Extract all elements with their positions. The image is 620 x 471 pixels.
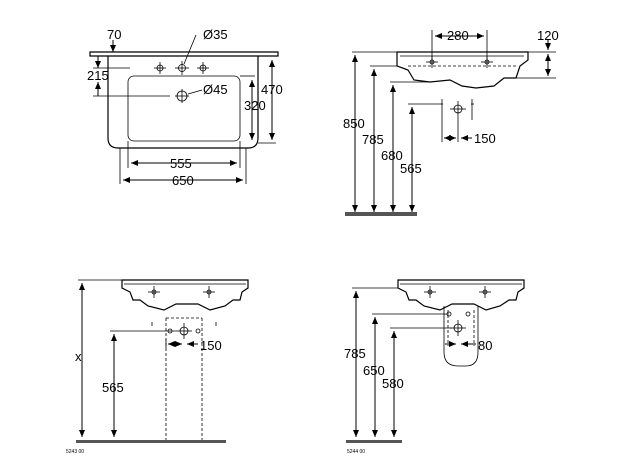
side-basin-body bbox=[396, 51, 529, 89]
top-view-plan: 70 Ø35 215 Ø45 470 320 555 650 bbox=[87, 27, 283, 188]
basin-outline bbox=[107, 56, 259, 149]
tap-holes bbox=[154, 61, 209, 75]
front-semipedestal-view: 80 785 650 580 5244 00 bbox=[344, 279, 525, 455]
front-tap-holes bbox=[148, 286, 215, 298]
semi-dim-650: 650 bbox=[363, 363, 385, 378]
semi-dim-785: 785 bbox=[344, 346, 366, 361]
side-trap bbox=[440, 99, 475, 120]
side-dim-280: 280 bbox=[447, 28, 469, 43]
drain bbox=[175, 89, 189, 103]
dim-320: 320 bbox=[244, 98, 266, 113]
side-floor bbox=[345, 212, 417, 216]
dim-70: 70 bbox=[107, 27, 121, 42]
dim-dia-35: Ø35 bbox=[203, 27, 228, 42]
side-view: 280 120 150 850 785 680 bbox=[343, 28, 559, 216]
front-trap bbox=[151, 322, 217, 339]
dim-dia-45: Ø45 bbox=[203, 82, 228, 97]
side-dim-150: 150 bbox=[474, 131, 496, 146]
semi-floor bbox=[346, 440, 402, 443]
semi-tap-holes bbox=[424, 286, 491, 298]
front-code: 5243 00 bbox=[66, 449, 84, 455]
dim-650: 650 bbox=[172, 173, 194, 188]
dim-215: 215 bbox=[87, 68, 109, 83]
front-dim-x: x bbox=[75, 349, 82, 364]
semi-dim-80: 80 bbox=[478, 338, 492, 353]
side-dim-680: 680 bbox=[381, 148, 403, 163]
semi-pedestal bbox=[443, 306, 479, 367]
front-pedestal-view: 150 x 565 5243 00 bbox=[66, 279, 249, 455]
dim-470: 470 bbox=[261, 82, 283, 97]
semi-dim-580: 580 bbox=[382, 376, 404, 391]
basin-bowl bbox=[127, 75, 241, 142]
side-dim-785: 785 bbox=[362, 132, 384, 147]
dim-555: 555 bbox=[170, 156, 192, 171]
semi-code: 5244 00 bbox=[347, 449, 365, 455]
basin-top-edge bbox=[89, 51, 279, 57]
front-basin-body bbox=[121, 279, 249, 311]
pedestal bbox=[165, 317, 203, 440]
semi-basin-body bbox=[397, 279, 525, 311]
front-dim-150: 150 bbox=[200, 338, 222, 353]
front-floor bbox=[76, 440, 226, 443]
side-dim-850: 850 bbox=[343, 116, 365, 131]
side-dim-565: 565 bbox=[400, 161, 422, 176]
front-dim-565: 565 bbox=[102, 380, 124, 395]
side-dim-120: 120 bbox=[537, 28, 559, 43]
semi-trap bbox=[446, 311, 471, 336]
